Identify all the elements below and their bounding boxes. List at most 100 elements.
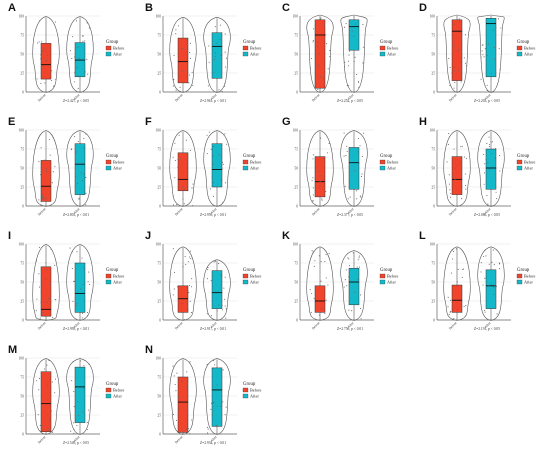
data-point [463, 305, 465, 308]
data-point [488, 169, 490, 171]
data-point [318, 53, 320, 55]
x-tick-label: After [210, 206, 219, 215]
data-point [224, 33, 226, 35]
data-point [448, 183, 451, 185]
data-point [215, 424, 217, 427]
data-point [224, 133, 226, 135]
panel-letter: M [8, 344, 18, 356]
violin-after [477, 130, 505, 207]
y-tick-label: 75 [157, 375, 161, 379]
y-tick-label: 100 [293, 128, 299, 132]
y-tick-label: 25 [20, 185, 24, 189]
data-point [45, 171, 47, 173]
data-point [77, 87, 79, 90]
legend-swatch-after [379, 165, 386, 171]
data-point [213, 146, 215, 148]
data-point [44, 82, 46, 84]
data-point [226, 143, 228, 145]
legend-label-after: After [113, 393, 122, 398]
data-point [326, 152, 328, 154]
data-point [87, 429, 89, 431]
legend-title: Group [106, 154, 119, 159]
y-tick-label: 75 [157, 33, 161, 37]
legend-swatch-before [105, 387, 112, 393]
data-point [325, 277, 327, 279]
legend-label-before: Before [250, 159, 262, 164]
legend-label-after: After [250, 51, 259, 56]
data-point [221, 143, 223, 145]
y-tick-label: 50 [157, 280, 161, 284]
legend-swatch-before [242, 273, 249, 279]
box-before [40, 160, 52, 202]
y-tick-label: 75 [157, 261, 161, 265]
data-point [40, 201, 42, 203]
data-point [322, 179, 324, 181]
data-point [70, 430, 72, 432]
legend-title: Group [380, 154, 393, 159]
data-point [488, 144, 490, 146]
panel-letter: E [8, 116, 16, 128]
data-point [318, 255, 320, 257]
data-point [39, 20, 41, 22]
data-point [357, 259, 359, 261]
data-point [75, 151, 77, 153]
x-tick-label: Before [311, 321, 321, 331]
data-point [463, 57, 465, 59]
data-point [312, 158, 314, 160]
data-point [76, 425, 78, 427]
data-point [185, 386, 188, 388]
x-tick-label: After [210, 320, 219, 329]
data-point [54, 392, 56, 394]
legend-swatch-after [242, 51, 249, 57]
data-point [361, 173, 363, 175]
y-tick-label: 50 [294, 52, 298, 56]
data-point [210, 402, 213, 404]
data-point [310, 311, 312, 313]
legend-swatch-before [242, 159, 249, 165]
box-before [451, 19, 463, 81]
data-point [189, 74, 191, 76]
legend-swatch-after [242, 393, 249, 399]
legend-swatch-before [516, 159, 523, 165]
data-point [317, 88, 319, 90]
data-point [312, 187, 314, 189]
data-point [51, 70, 53, 72]
data-point [212, 195, 215, 197]
data-point [221, 90, 223, 92]
data-point [182, 70, 184, 72]
data-point [206, 313, 208, 315]
legend-label-before: Before [113, 159, 125, 164]
data-point [37, 414, 39, 416]
x-tick-label: Before [174, 93, 184, 103]
data-point [451, 175, 453, 177]
data-point [354, 170, 356, 172]
data-point [206, 426, 208, 428]
data-point [191, 419, 193, 421]
box-after [348, 147, 360, 190]
data-point [50, 80, 53, 82]
panel-letter: F [145, 116, 152, 128]
box-before [40, 266, 52, 317]
data-point [186, 187, 188, 189]
data-point [357, 137, 359, 140]
data-point [449, 67, 451, 69]
data-point [208, 131, 210, 133]
data-point [220, 402, 223, 404]
y-tick-label: 50 [294, 280, 298, 284]
data-point [360, 294, 362, 296]
data-point [448, 133, 450, 135]
data-point [73, 280, 75, 283]
data-point [356, 198, 358, 200]
data-point [214, 56, 216, 58]
data-point [192, 84, 194, 86]
data-point [185, 428, 187, 430]
data-point [351, 30, 353, 32]
data-point [87, 314, 89, 317]
data-point [40, 204, 42, 206]
data-point [172, 195, 174, 197]
y-tick-label: 50 [157, 52, 161, 56]
data-point [319, 175, 321, 177]
